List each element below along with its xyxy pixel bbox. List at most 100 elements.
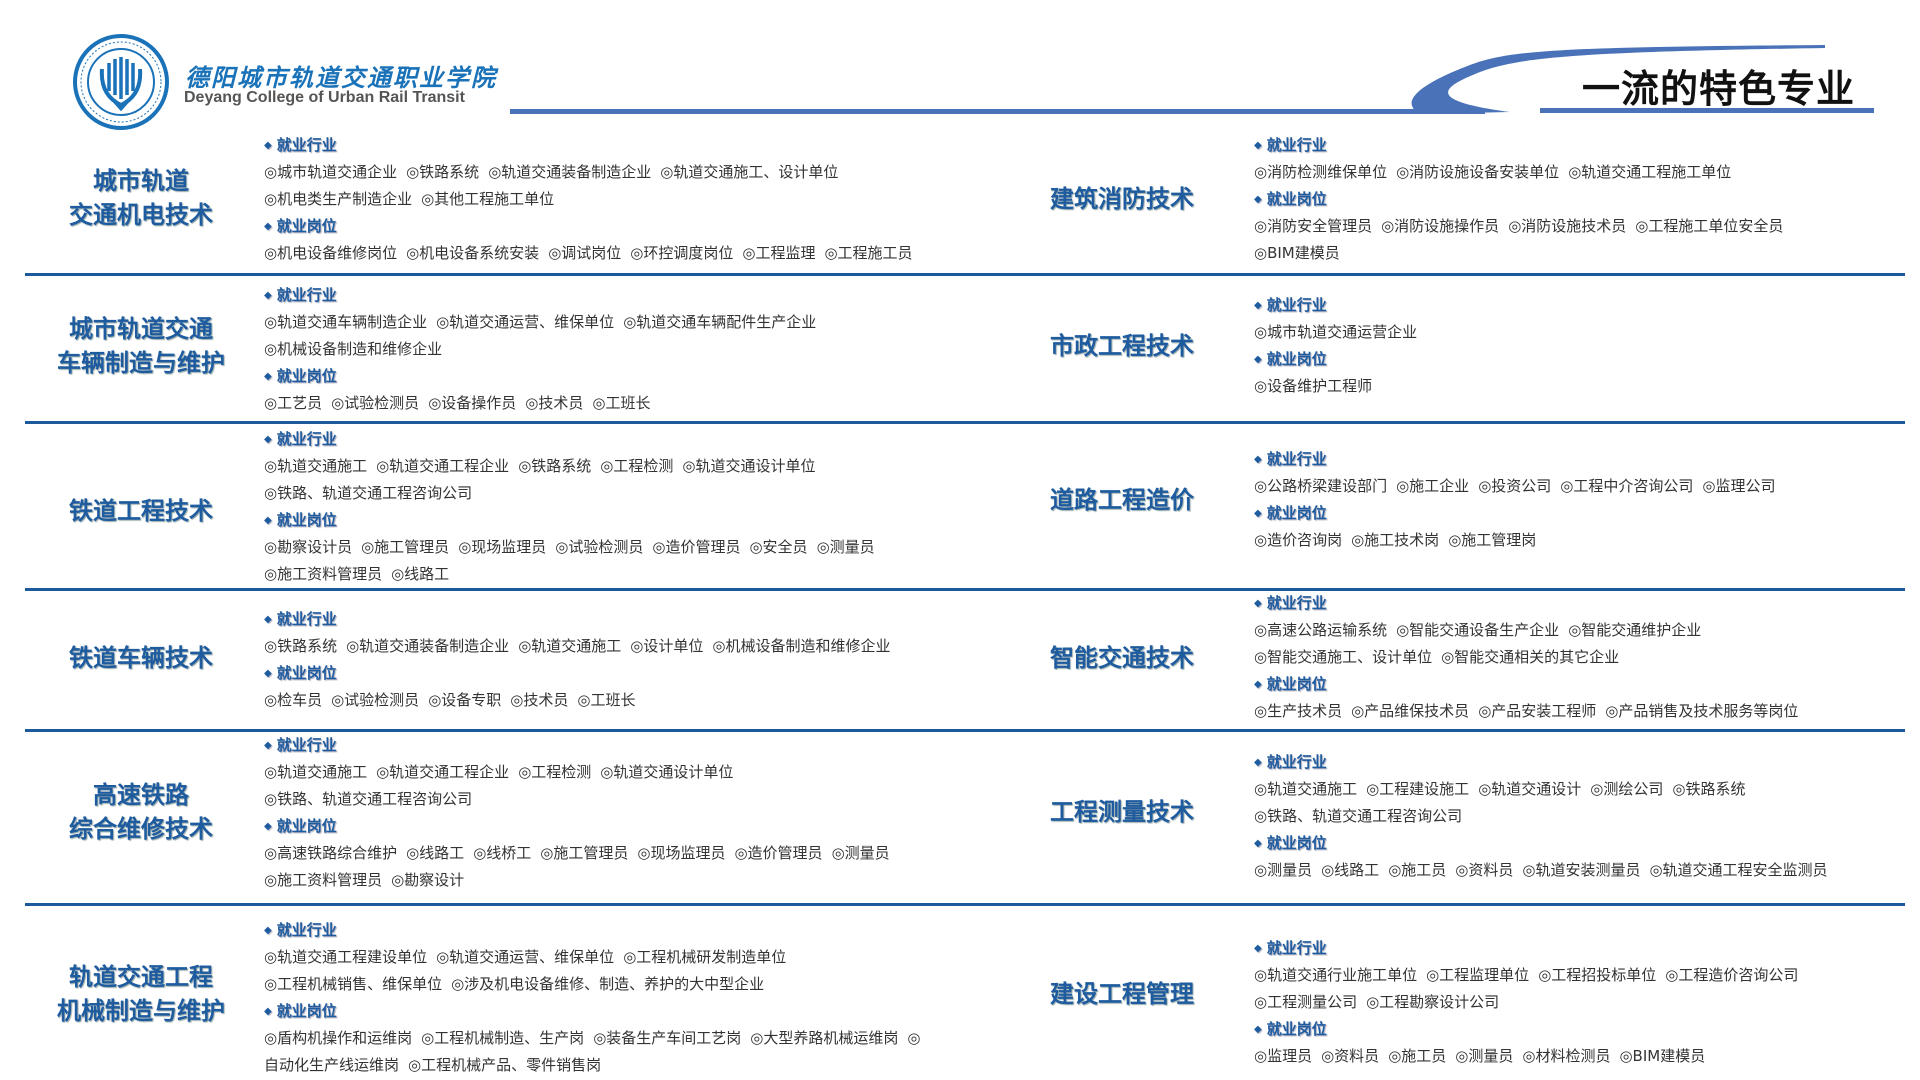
major-title: 工程测量技术 xyxy=(1050,795,1194,829)
industry-item: ◎轨道交通施工、设计单位 xyxy=(660,163,839,181)
position-item: ◎现场监理员 xyxy=(637,844,726,862)
industry-heading: ◆就业行业 xyxy=(1254,935,1807,962)
position-item: ◎造价咨询岗 xyxy=(1254,531,1343,549)
industry-line: ◎铁路系统◎轨道交通装备制造企业◎轨道交通施工◎设计单位◎机械设备制造和维修企业 xyxy=(264,633,899,660)
industry-item: ◎涉及机电设备维修、制造、养护的大中型企业 xyxy=(451,975,765,993)
position-item: ◎调试岗位 xyxy=(548,244,622,262)
industry-item: ◎轨道交通设计 xyxy=(1478,780,1582,798)
position-item: ◎生产技术员 xyxy=(1254,702,1343,720)
position-heading: ◆ 就业岗位 xyxy=(1254,346,1426,373)
industry-item: ◎工程监理单位 xyxy=(1426,966,1530,984)
position-item: ◎产品销售及技术服务等岗位 xyxy=(1605,702,1799,720)
position-heading-label: 就业岗位 xyxy=(276,817,337,835)
position-item: ◎ xyxy=(907,1029,921,1047)
industry-item: ◎工程检测 xyxy=(600,457,674,475)
diamond-bullet-icon: ◆ xyxy=(1254,194,1262,205)
position-heading-label: 就业岗位 xyxy=(276,664,337,682)
industry-line: ◎工程机械销售、维保单位◎涉及机电设备维修、制造、养护的大中型企业 xyxy=(264,971,929,998)
major-title: 建筑消防技术 xyxy=(1050,182,1194,216)
position-line: ◎测量员◎线路工◎施工员◎资料员◎轨道安装测量员◎轨道交通工程安全监测员 xyxy=(1254,857,1837,884)
industry-item: ◎城市轨道交通运营企业 xyxy=(1254,323,1418,341)
major-title: 城市轨道交通车辆制造与维护 xyxy=(57,312,225,380)
position-item: ◎测量员 xyxy=(1254,861,1313,879)
position-line: ◎盾构机操作和运维岗◎工程机械制造、生产岗◎装备生产车间工艺岗◎大型养路机械运维… xyxy=(264,1025,929,1052)
industry-line: ◎城市轨道交通运营企业 xyxy=(1254,319,1426,346)
industry-item: ◎轨道交通施工 xyxy=(518,637,622,655)
industry-line: ◎智能交通施工、设计单位◎智能交通相关的其它企业 xyxy=(1254,644,1807,671)
major-title-line: 城市轨道交通 xyxy=(69,315,213,343)
industry-item: ◎投资公司 xyxy=(1478,477,1552,495)
position-item: ◎工程机械制造、生产岗 xyxy=(421,1029,585,1047)
major-details: ◆就业行业◎轨道交通车辆制造企业◎轨道交通运营、维保单位◎轨道交通车辆配件生产企… xyxy=(264,282,825,417)
position-item: ◎勘察设计员 xyxy=(264,538,353,556)
major-title-line: 车辆制造与维护 xyxy=(57,349,225,377)
position-item: ◎大型养路机械运维岗 xyxy=(750,1029,899,1047)
diamond-bullet-icon: ◆ xyxy=(264,290,272,301)
position-item: ◎资料员 xyxy=(1321,1047,1380,1065)
position-item: ◎BIM建模员 xyxy=(1254,244,1340,262)
position-heading: ◆就业岗位 xyxy=(1254,186,1792,213)
industry-item: ◎设计单位 xyxy=(630,637,704,655)
position-heading-label: 就业岗位 xyxy=(1266,350,1327,368)
diamond-bullet-icon: ◆ xyxy=(1254,943,1262,954)
position-item: ◎BIM建模员 xyxy=(1619,1047,1706,1065)
position-item: ◎轨道交通工程安全监测员 xyxy=(1649,861,1828,879)
industry-heading-label: 就业行业 xyxy=(276,736,337,754)
position-item: ◎产品维保技术员 xyxy=(1351,702,1470,720)
position-heading-label: 就业岗位 xyxy=(1266,675,1327,693)
diamond-bullet-icon: ◆ xyxy=(1254,838,1262,849)
major-title-line: 综合维修技术 xyxy=(69,815,213,843)
major-title-line: 建筑消防技术 xyxy=(1050,185,1194,213)
position-line: ◎高速铁路综合维护◎线路工◎线桥工◎施工管理员◎现场监理员◎造价管理员◎测量员 xyxy=(264,840,899,867)
industry-heading: ◆就业行业 xyxy=(1254,590,1807,617)
college-name-en: Deyang College of Urban Rail Transit xyxy=(184,89,465,106)
industry-line: ◎轨道交通工程建设单位◎轨道交通运营、维保单位◎工程机械研发制造单位 xyxy=(264,944,929,971)
position-heading: ◆就业岗位 xyxy=(1254,1016,1807,1043)
diamond-bullet-icon: ◆ xyxy=(264,515,272,526)
row-divider xyxy=(25,903,1905,906)
position-line: 自动化生产线运维岗◎工程机械产品、零件销售岗 xyxy=(264,1052,929,1079)
major-details: ◆就业行业◎轨道交通行业施工单位◎工程监理单位◎工程招投标单位◎工程造价咨询公司… xyxy=(1254,935,1807,1070)
position-heading: ◆就业岗位 xyxy=(264,507,884,534)
industry-line: ◎轨道交通施工◎工程建设施工◎轨道交通设计◎测绘公司◎铁路系统 xyxy=(1254,776,1837,803)
position-heading-label: 就业岗位 xyxy=(1266,504,1327,522)
industry-line: ◎机电类生产制造企业◎其他工程施工单位 xyxy=(264,186,922,213)
major-details: ◆就业行业◎铁路系统◎轨道交通装备制造企业◎轨道交通施工◎设计单位◎机械设备制造… xyxy=(264,606,899,714)
industry-line: ◎铁路、轨道交通工程咨询公司 xyxy=(264,480,884,507)
position-item: ◎设备维护工程师 xyxy=(1254,377,1373,395)
row-divider xyxy=(25,421,1905,424)
major-title-line: 机械制造与维护 xyxy=(57,997,225,1025)
major-title: 轨道交通工程机械制造与维护 xyxy=(57,960,225,1028)
position-item: ◎造价管理员 xyxy=(734,844,823,862)
position-line: ◎施工资料管理员◎勘察设计 xyxy=(264,867,899,894)
industry-item: ◎公路桥梁建设部门 xyxy=(1254,477,1388,495)
industry-heading: ◆就业行业 xyxy=(1254,446,1784,473)
industry-item: ◎轨道交通行业施工单位 xyxy=(1254,966,1418,984)
position-item: ◎消防安全管理员 xyxy=(1254,217,1373,235)
position-item: ◎环控调度岗位 xyxy=(630,244,734,262)
position-item: ◎测量员 xyxy=(831,844,890,862)
major-details: ◆就业行业◎城市轨道交通企业◎铁路系统◎轨道交通装备制造企业◎轨道交通施工、设计… xyxy=(264,132,922,267)
diamond-bullet-icon: ◆ xyxy=(264,740,272,751)
position-item: ◎线路工 xyxy=(406,844,465,862)
position-item: ◎线桥工 xyxy=(473,844,532,862)
industry-item: ◎轨道交通工程企业 xyxy=(376,763,510,781)
major-title: 市政工程技术 xyxy=(1050,329,1194,363)
industry-item: ◎轨道交通运营、维保单位 xyxy=(436,948,615,966)
major-title-line: 铁道工程技术 xyxy=(69,497,213,525)
major-details: ◆就业行业◎消防检测维保单位◎消防设施设备安装单位◎轨道交通工程施工单位◆就业岗… xyxy=(1254,132,1792,267)
industry-line: ◎轨道交通施工◎轨道交通工程企业◎工程检测◎轨道交通设计单位 xyxy=(264,759,899,786)
industry-item: ◎城市轨道交通企业 xyxy=(264,163,398,181)
position-item: ◎测量员 xyxy=(1455,1047,1514,1065)
position-line: ◎造价咨询岗◎施工技术岗◎施工管理岗 xyxy=(1254,527,1784,554)
position-item: ◎工班长 xyxy=(592,394,651,412)
diamond-bullet-icon: ◆ xyxy=(1254,354,1262,365)
position-item: ◎工艺员 xyxy=(264,394,323,412)
industry-item: ◎智能交通维护企业 xyxy=(1568,621,1702,639)
row-divider xyxy=(25,273,1905,276)
position-item: ◎工程施工员 xyxy=(824,244,913,262)
industry-item: ◎其他工程施工单位 xyxy=(421,190,555,208)
industry-heading-label: 就业行业 xyxy=(276,136,337,154)
major-title: 铁道工程技术 xyxy=(69,494,213,528)
position-item: ◎工程机械产品、零件销售岗 xyxy=(408,1056,602,1074)
